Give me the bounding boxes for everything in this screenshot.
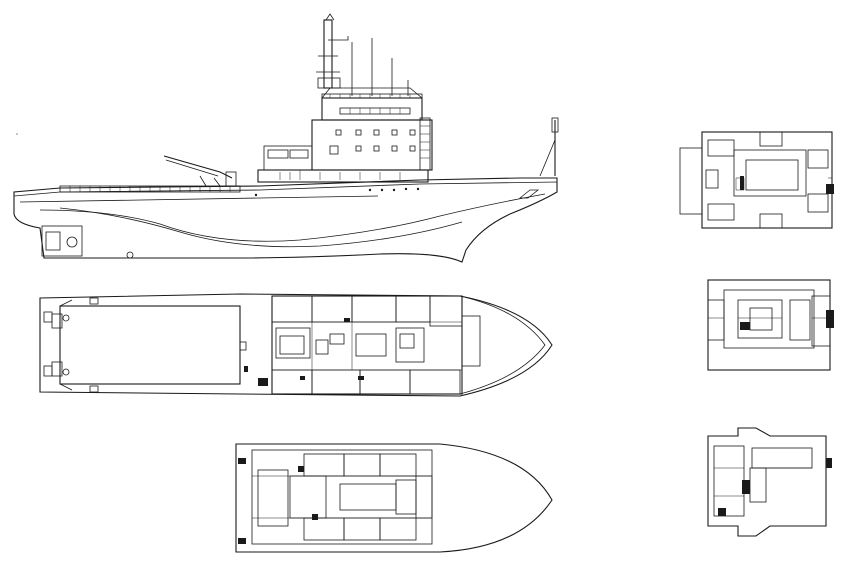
top-deck-outline xyxy=(707,427,827,537)
side-elevation-view xyxy=(13,13,559,263)
lower-deck-compartments xyxy=(251,449,433,545)
bridge-wing xyxy=(679,147,703,215)
waterline-curve xyxy=(39,193,546,242)
lower-deck-plan-view xyxy=(235,443,553,553)
stern-rudder-box xyxy=(45,231,61,251)
aft-bulwark-stanchions xyxy=(59,185,241,193)
main-mast xyxy=(316,13,349,89)
superstructure-windows xyxy=(329,107,416,155)
hawse-pipe xyxy=(518,189,540,199)
antennas xyxy=(351,38,409,96)
portholes xyxy=(254,187,420,197)
main-deck-outline xyxy=(39,293,553,397)
hull-outline xyxy=(13,177,558,263)
lower-deck-outline xyxy=(235,443,553,553)
bulwark-line xyxy=(19,195,379,203)
aft-deck-fittings xyxy=(43,297,247,393)
main-deck-plan-view xyxy=(39,293,553,397)
hull-curve-lower xyxy=(59,207,463,248)
deck-line xyxy=(13,181,558,197)
lower-deck-rooms xyxy=(238,453,433,544)
stern-box xyxy=(41,225,83,257)
superstructure xyxy=(257,87,433,183)
stern-propeller-icon xyxy=(66,236,78,248)
top-deck-plan-view xyxy=(707,427,832,537)
bow-inner-line xyxy=(459,295,546,395)
cargo-deck-area xyxy=(59,305,241,385)
bridge-deck-plan-view xyxy=(679,131,834,229)
wheelhouse-deck-plan-view xyxy=(707,279,834,371)
hull-marker-icon xyxy=(126,251,134,259)
foremast xyxy=(539,117,559,177)
deckhouse-footprint xyxy=(244,295,481,395)
cargo-deck-corners xyxy=(59,299,73,391)
deck-crane xyxy=(163,155,237,187)
